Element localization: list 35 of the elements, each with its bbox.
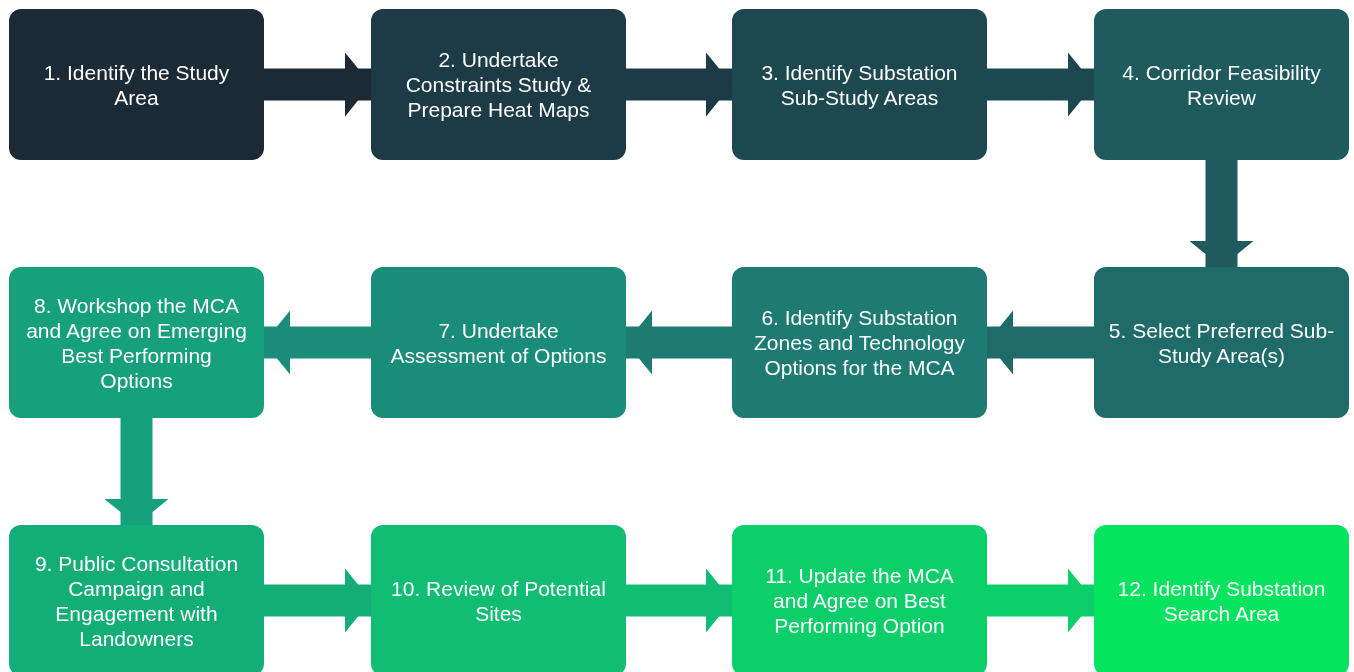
block-arrow [264,310,371,375]
block-arrow [264,568,371,633]
process-box [732,267,987,418]
block-arrow [264,52,371,117]
process-box [1094,525,1349,672]
block-arrow [987,568,1094,633]
step-label: 10. Review of Potential Sites [390,575,607,626]
process-box [371,267,626,418]
process-box [9,9,264,160]
block-arrow [104,418,169,525]
block-arrow [987,52,1094,117]
step-label: 7. Undertake Assessment of Options [389,317,608,368]
step-label: 12. Identify Substation Search Area [1116,575,1327,626]
block-arrow [987,310,1094,375]
process-box [1094,9,1349,160]
process-box [1094,267,1349,418]
process-box [9,267,264,418]
step-label: 1. Identify the Study Area [42,59,231,110]
step-label: 4. Corridor Feasibility Review [1121,59,1322,110]
step-label: 8. Workshop the MCA and Agree on Emerging Best Performing Options [25,292,248,393]
process-box [371,525,626,672]
process-box [732,525,987,672]
block-arrow [626,568,732,633]
step-label: 2. Undertake Constraints Study & Prepare Heat Maps [404,47,593,122]
step-label: 3. Identify Substation Sub-Study Areas [760,59,959,110]
step-label: 6. Identify Substation Zones and Technology Options for the MCA [753,305,966,380]
block-arrow [626,52,732,117]
step-label: 11. Update the MCA and Agree on Best Performing Option [764,563,955,638]
block-arrow [1189,160,1254,267]
process-box [9,525,264,672]
process-box [371,9,626,160]
block-arrow [626,310,732,375]
process-box [732,9,987,160]
step-label: 5. Select Preferred Sub-Study Area(s) [1108,317,1335,368]
step-label: 9. Public Consultation Campaign and Engagement with Landowners [33,550,240,651]
